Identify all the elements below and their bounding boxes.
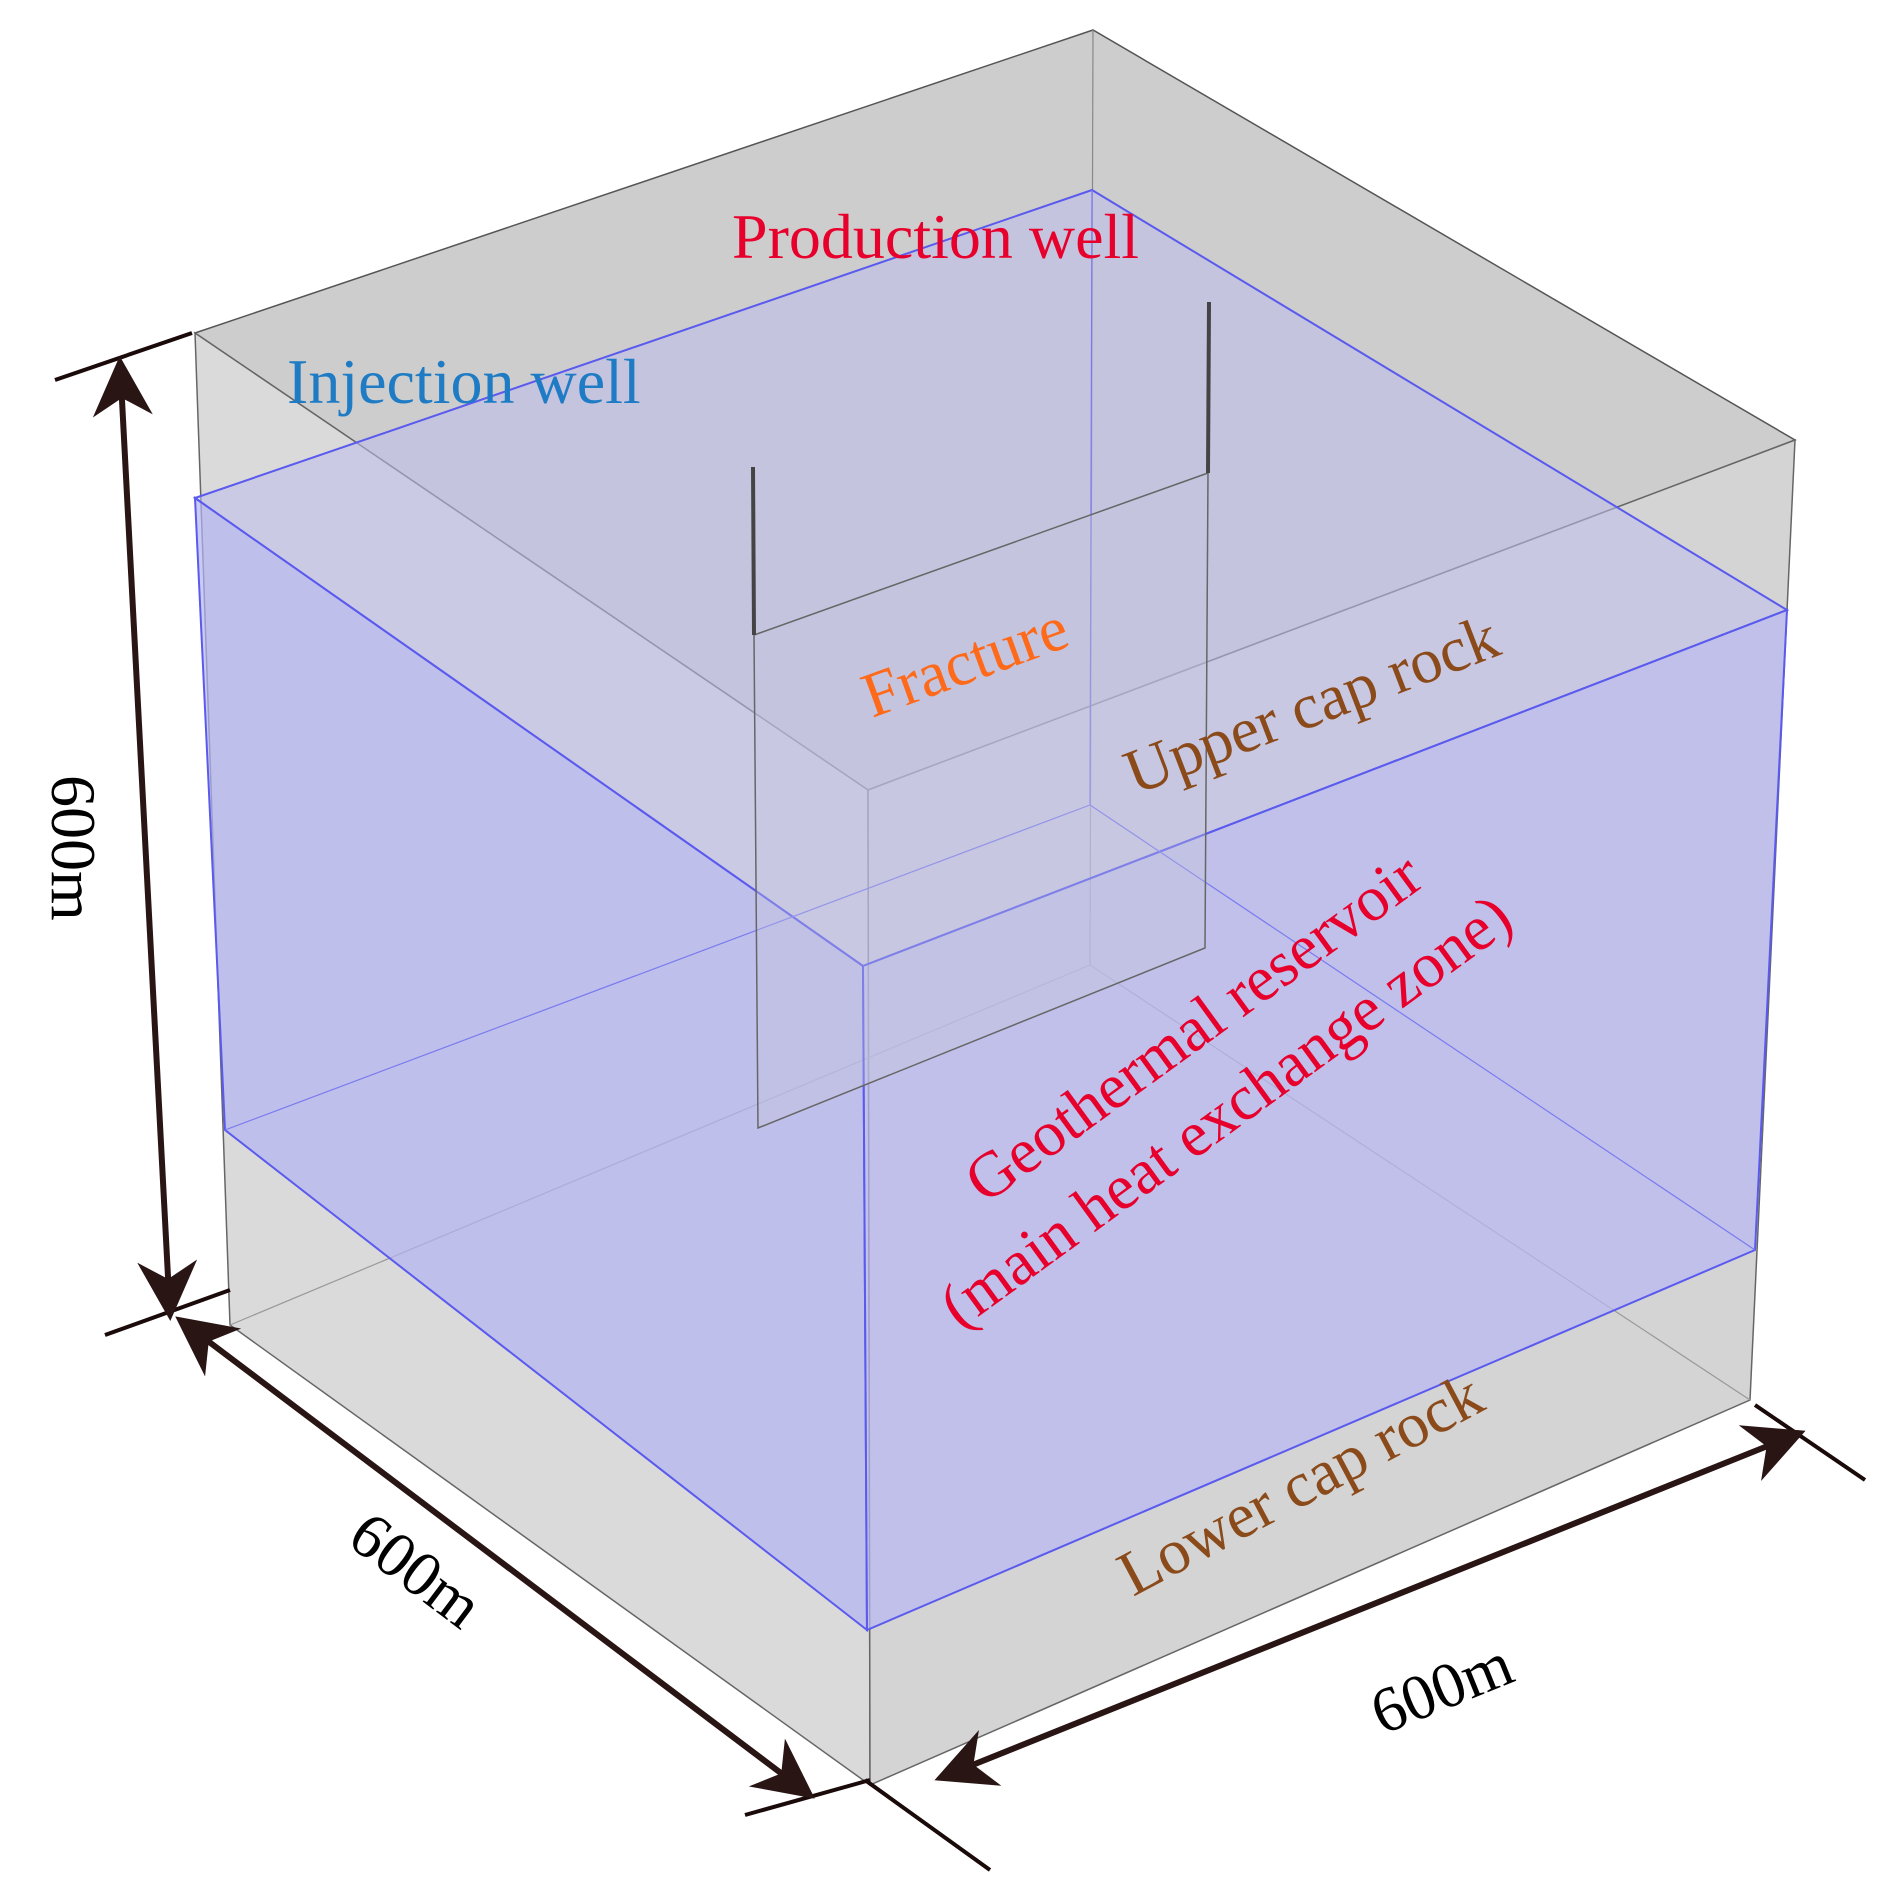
fracture-rect (753, 471, 1209, 1130)
ext-front-right (863, 1778, 992, 1872)
production-well-label: Production well (732, 201, 1139, 272)
reservoir-hidden-left (224, 804, 1091, 1131)
wells (751, 301, 1211, 636)
injection-well-label: Injection well (287, 346, 641, 417)
dimension-lines (54, 331, 1867, 1872)
width-arrow (934, 1425, 1806, 1786)
injection-well-pipe (751, 466, 756, 636)
reservoir-hidden-right (1089, 804, 1756, 1251)
ext-bottom-front (744, 1778, 871, 1817)
production-well-pipe (1206, 301, 1211, 474)
depth-arrow (175, 1316, 815, 1799)
reservoir-hidden-vertical (1089, 189, 1093, 806)
depth-dimension-label: 600m (337, 1497, 496, 1641)
fracture-plane (753, 471, 1209, 1130)
width-dimension-label: 600m (1361, 1628, 1523, 1748)
height-dimension-label: 600m (38, 775, 109, 921)
height-arrow (92, 356, 198, 1321)
ext-right (1753, 1403, 1867, 1482)
